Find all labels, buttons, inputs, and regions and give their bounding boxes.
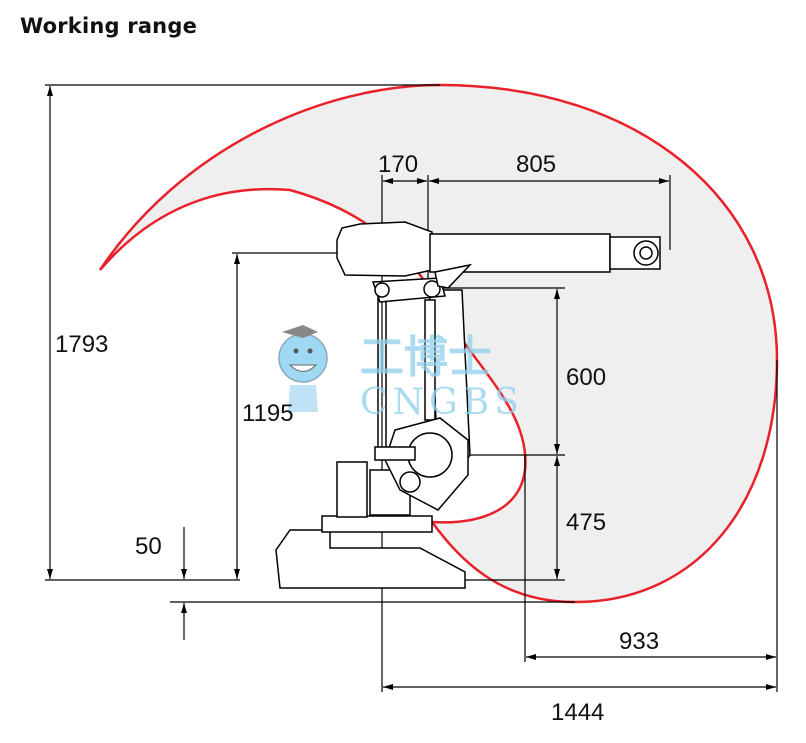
dim-label-1195: 1195 xyxy=(242,400,294,427)
dim-label-170: 170 xyxy=(378,151,418,178)
dimension-lines xyxy=(47,86,776,690)
dim-label-933: 933 xyxy=(619,628,659,655)
watermark-logo: 工博士 CNGBS xyxy=(278,325,524,423)
svg-text:工博士: 工博士 xyxy=(360,332,492,383)
dim-label-600: 600 xyxy=(566,364,606,391)
page-title: Working range xyxy=(20,14,198,38)
dim-label-805: 805 xyxy=(516,151,556,178)
robot-drawing xyxy=(275,221,661,589)
dim-label-475: 475 xyxy=(566,509,606,536)
svg-text:CNGBS: CNGBS xyxy=(360,382,524,423)
dim-label-1793: 1793 xyxy=(55,331,108,358)
dim-label-1444: 1444 xyxy=(551,699,604,726)
dim-label-50: 50 xyxy=(135,533,162,560)
